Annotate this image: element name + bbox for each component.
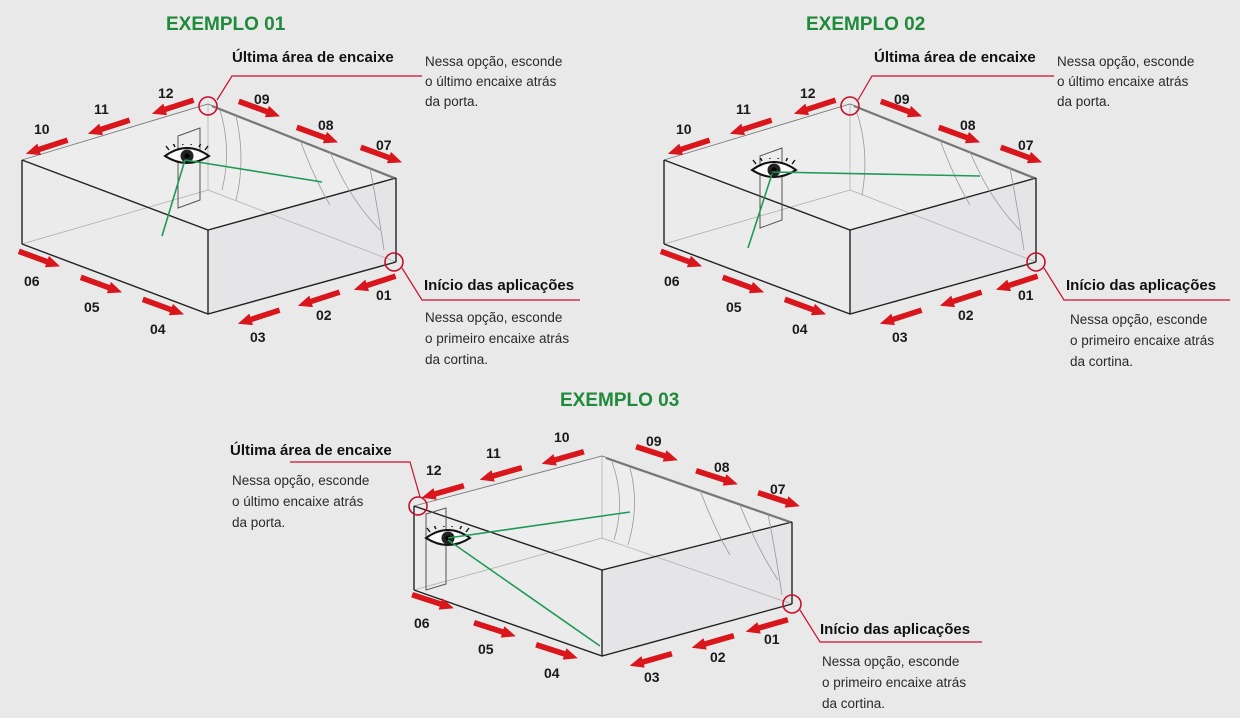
example-3: EXEMPLO 03 Última área de encaixe Nessa … xyxy=(230,390,982,711)
number-label: 02 xyxy=(316,307,332,323)
circle-marker-icon xyxy=(408,496,428,516)
example-title: EXEMPLO 03 xyxy=(560,390,679,411)
start-title: Início das aplicações xyxy=(1066,277,1216,294)
start-line-1: Nessa opção, esconde xyxy=(822,654,959,669)
number-label: 10 xyxy=(554,429,570,445)
number-label: 05 xyxy=(726,299,742,315)
number-label: 11 xyxy=(94,101,109,117)
last-area-line-2: o último encaixe atrás xyxy=(1057,74,1189,89)
arrow-numbers: 01 02 03 04 05 06 07 08 09 10 11 12 xyxy=(414,429,786,685)
arrow-icon xyxy=(878,304,924,330)
start-line-2: o primeiro encaixe atrás xyxy=(1070,333,1214,348)
number-label: 07 xyxy=(376,137,392,153)
last-area-line-2: o último encaixe atrás xyxy=(232,494,364,509)
number-label: 01 xyxy=(1018,287,1034,303)
number-label: 09 xyxy=(254,91,270,107)
number-label: 05 xyxy=(84,299,100,315)
example-2: EXEMPLO 02 Última área de encaixe Nessa … xyxy=(658,14,1230,369)
circle-marker-icon xyxy=(1026,252,1046,272)
room-box xyxy=(663,103,1037,315)
number-label: 06 xyxy=(414,615,430,631)
number-label: 03 xyxy=(892,329,908,345)
last-area-line-1: Nessa opção, esconde xyxy=(232,473,369,488)
start-title: Início das aplicações xyxy=(820,621,970,638)
number-label: 07 xyxy=(770,481,786,497)
number-label: 03 xyxy=(644,669,660,685)
last-area-line-2: o último encaixe atrás xyxy=(425,74,557,89)
number-label: 10 xyxy=(34,121,50,137)
number-label: 08 xyxy=(960,117,976,133)
start-line-2: o primeiro encaixe atrás xyxy=(822,675,966,690)
last-area-line-3: da porta. xyxy=(1057,94,1110,109)
number-label: 02 xyxy=(958,307,974,323)
number-label: 06 xyxy=(664,273,680,289)
number-label: 04 xyxy=(150,321,166,337)
example-title: EXEMPLO 02 xyxy=(806,14,925,35)
last-area-title: Última área de encaixe xyxy=(232,48,394,66)
start-line-3: da cortina. xyxy=(1070,354,1133,369)
number-label: 05 xyxy=(478,641,494,657)
last-area-line-3: da porta. xyxy=(232,515,285,530)
room-box xyxy=(21,103,397,315)
circle-marker-icon xyxy=(840,96,860,116)
number-label: 11 xyxy=(486,445,501,461)
circle-marker-icon xyxy=(198,96,218,116)
arrow-numbers: 01 02 03 04 05 06 07 08 09 10 11 12 xyxy=(24,85,392,345)
number-label: 04 xyxy=(792,321,808,337)
last-area-line-3: da porta. xyxy=(425,94,478,109)
arrow-numbers: 01 02 03 04 05 06 07 08 09 10 11 12 xyxy=(664,85,1034,345)
last-area-line-1: Nessa opção, esconde xyxy=(425,54,562,69)
last-area-title: Última área de encaixe xyxy=(874,48,1036,66)
number-label: 06 xyxy=(24,273,40,289)
last-area-title: Última área de encaixe xyxy=(230,441,392,459)
start-line-2: o primeiro encaixe atrás xyxy=(425,331,569,346)
start-title: Início das aplicações xyxy=(424,277,574,294)
number-label: 09 xyxy=(894,91,910,107)
circle-marker-icon xyxy=(782,594,802,614)
number-label: 01 xyxy=(376,287,392,303)
last-area-line-1: Nessa opção, esconde xyxy=(1057,54,1194,69)
start-line-1: Nessa opção, esconde xyxy=(425,310,562,325)
number-label: 12 xyxy=(426,462,442,478)
arrow-icon xyxy=(628,647,674,672)
number-label: 01 xyxy=(764,631,780,647)
number-label: 12 xyxy=(158,85,174,101)
number-label: 09 xyxy=(646,433,662,449)
circle-marker-icon xyxy=(384,252,404,272)
number-label: 02 xyxy=(710,649,726,665)
example-1: EXEMPLO 01 Última área xyxy=(16,14,580,367)
number-label: 04 xyxy=(544,665,560,681)
start-line-3: da cortina. xyxy=(425,352,488,367)
number-label: 11 xyxy=(736,101,751,117)
start-line-3: da cortina. xyxy=(822,696,885,711)
number-label: 07 xyxy=(1018,137,1034,153)
number-label: 10 xyxy=(676,121,692,137)
example-title: EXEMPLO 01 xyxy=(166,14,286,35)
number-label: 08 xyxy=(318,117,334,133)
number-label: 12 xyxy=(800,85,816,101)
arrow-icon xyxy=(236,304,282,330)
start-line-1: Nessa opção, esconde xyxy=(1070,312,1207,327)
number-label: 03 xyxy=(250,329,266,345)
number-label: 08 xyxy=(714,459,730,475)
